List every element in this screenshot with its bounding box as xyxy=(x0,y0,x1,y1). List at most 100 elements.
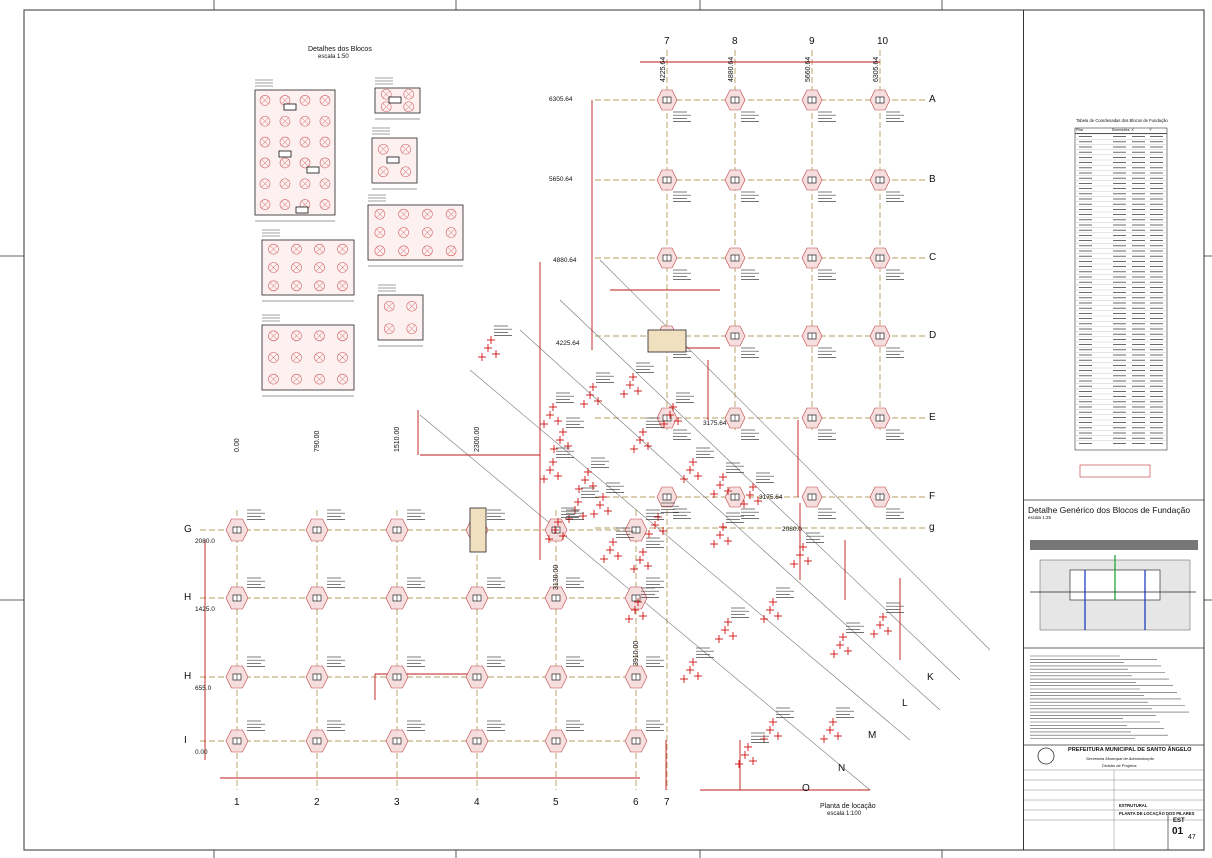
details-title: Detalhes dos Blocos xyxy=(308,46,372,53)
foundation-block xyxy=(869,325,891,347)
grid-col-label: 7 xyxy=(664,797,670,808)
pile-cross xyxy=(402,145,410,153)
pile-circle xyxy=(279,157,291,169)
pile-circle xyxy=(380,101,392,113)
foundation-block xyxy=(724,247,746,269)
foundation-block xyxy=(225,729,249,753)
pile-cross xyxy=(379,145,387,153)
foundation-block xyxy=(624,729,648,753)
pile-circle xyxy=(377,143,389,155)
pile-circle xyxy=(299,136,311,148)
org-dept: Secretaria Municipal de Administração xyxy=(1086,756,1155,761)
foundation-block xyxy=(801,325,823,347)
pile-circle xyxy=(291,352,302,363)
pile-circle xyxy=(406,300,418,312)
pile-cross xyxy=(399,247,408,255)
pile-circle xyxy=(445,208,457,220)
plan-title: Planta de locação xyxy=(820,803,876,810)
sheet-number: 01 xyxy=(1172,826,1184,837)
pilar-section xyxy=(283,103,297,111)
pile-cross xyxy=(281,180,289,188)
grid-row-dim: 4880.64 xyxy=(553,257,577,264)
grid-row-label: A xyxy=(929,94,936,105)
grid-col-label: 3 xyxy=(394,797,400,808)
pile-cross xyxy=(408,302,416,310)
pile-circle xyxy=(268,262,279,273)
grid-col-label: 2 xyxy=(314,797,320,808)
foundation-block xyxy=(869,247,891,269)
foundation-block xyxy=(544,665,568,689)
pile-circle xyxy=(337,262,348,273)
drawing-name: PLANTA DE LOCAÇÃO DOS PILARES xyxy=(1119,811,1195,816)
discipline: ESTRUTURAL xyxy=(1119,803,1148,808)
municipal-seal xyxy=(1037,747,1055,765)
foundation-block xyxy=(544,586,568,610)
grid-col-dim: 4880.64 xyxy=(728,56,735,82)
foundation-block xyxy=(465,729,489,753)
coord-header-y: Y xyxy=(1149,128,1152,132)
pile-cross xyxy=(315,282,324,290)
pile-circle xyxy=(337,243,348,255)
pile-cross xyxy=(269,263,278,272)
foundation-block xyxy=(225,665,249,689)
pile-cross xyxy=(281,138,289,146)
pile-cross xyxy=(292,375,301,383)
coord-header-x: X xyxy=(1131,128,1134,132)
grid-row-label: E xyxy=(929,412,936,423)
pile-cross xyxy=(338,353,347,362)
pile-circle xyxy=(291,330,302,342)
pile-cross xyxy=(338,245,347,253)
pile-cross xyxy=(338,282,347,290)
pile-cross xyxy=(338,375,347,383)
pile-cross xyxy=(376,210,384,218)
foundation-block xyxy=(385,665,409,689)
pile-cross xyxy=(269,245,278,253)
pile-circle xyxy=(299,178,311,190)
pile-cross xyxy=(292,245,301,253)
foundation-block xyxy=(656,89,678,111)
foundation-block xyxy=(869,89,891,111)
grid-row-label: H xyxy=(184,592,192,603)
coord-header-pilar: Pilar xyxy=(1076,128,1084,132)
pile-cross xyxy=(315,353,324,362)
details-scale: escala 1:50 xyxy=(318,54,349,60)
block-detail-outline xyxy=(374,87,421,114)
pile-circle xyxy=(398,208,409,220)
pile-cross xyxy=(269,353,278,362)
pile-cross xyxy=(321,117,329,125)
pile-circle xyxy=(400,166,412,178)
pile-cross xyxy=(447,247,455,255)
grid-row-dim: 5650.64 xyxy=(549,176,573,183)
pile-cross xyxy=(321,96,329,105)
pile-cross xyxy=(281,96,289,105)
pile-circle xyxy=(319,199,331,210)
pile-cross xyxy=(376,228,384,237)
pile-circle xyxy=(314,262,325,273)
pile-circle xyxy=(268,352,279,363)
pile-cross xyxy=(408,325,416,333)
pile-cross xyxy=(385,302,393,310)
legend-box xyxy=(1079,464,1151,478)
pile-circle xyxy=(259,115,271,127)
pile-circle xyxy=(299,115,311,127)
grid-col-label: 5 xyxy=(553,797,559,808)
pile-circle xyxy=(314,330,325,342)
pile-cross xyxy=(423,247,432,255)
foundation-block xyxy=(801,407,823,429)
pile-circle xyxy=(291,243,302,255)
pile-circle xyxy=(400,143,412,155)
pile-cross xyxy=(301,180,309,188)
pilar-section xyxy=(388,96,402,104)
foundation-block xyxy=(801,89,823,111)
grid-row-dim: 0.00 xyxy=(195,749,208,756)
pile-circle xyxy=(398,227,409,238)
pilar-section xyxy=(386,156,400,164)
pilar-section xyxy=(278,150,292,158)
pile-cross xyxy=(338,332,347,340)
grid-col-dim: 2300.00 xyxy=(474,426,481,452)
grid-row-label: H xyxy=(184,671,192,682)
pile-circle xyxy=(319,178,331,190)
grid-col-dim: 3130.00 xyxy=(553,564,560,590)
pile-circle xyxy=(422,245,433,257)
grid-row-dim: 6305.64 xyxy=(549,96,573,103)
